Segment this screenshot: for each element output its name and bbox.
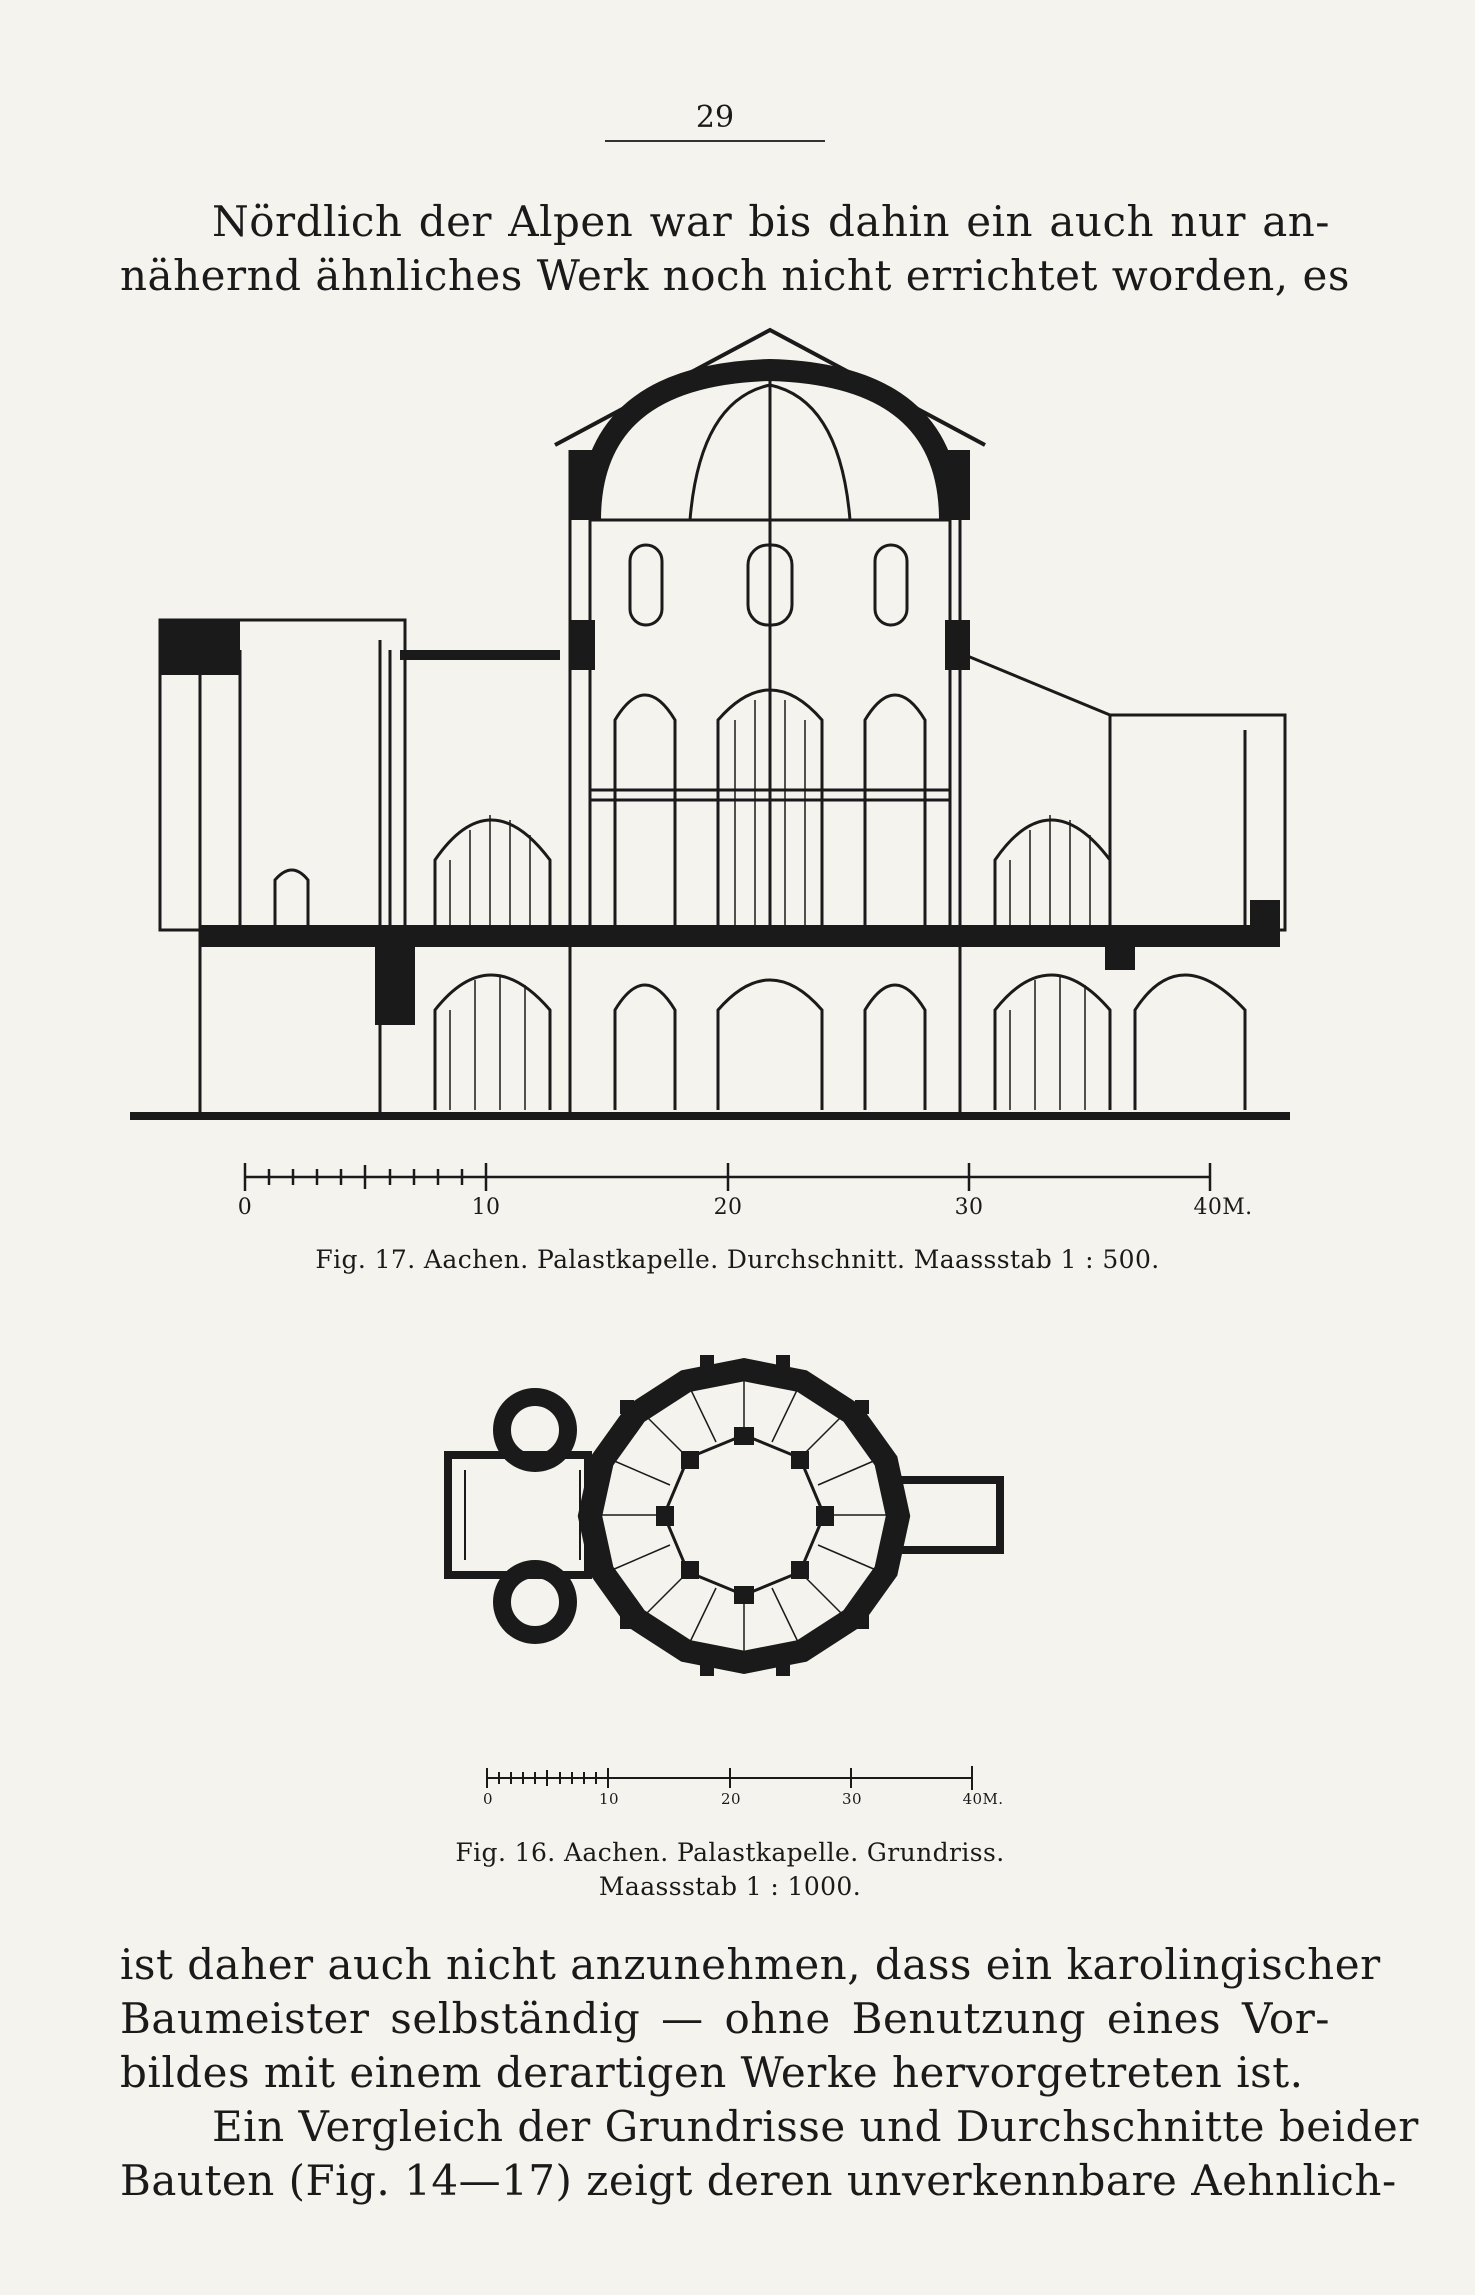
scale-label: 10 — [599, 1790, 619, 1808]
top-paragraph: Nördlich der Alpen war bis dahin ein auc… — [120, 195, 1350, 303]
scale-bar-fig16 — [486, 1766, 973, 1790]
scale-label: 30 — [842, 1790, 862, 1808]
scale-label: 0 — [483, 1790, 493, 1808]
page-number: 29 — [695, 100, 735, 135]
scale-bar-fig17 — [243, 1163, 1212, 1191]
scale-label: 0 — [237, 1195, 253, 1220]
fig16-caption: Fig. 16. Aachen. Palastkapelle. Grundris… — [455, 1838, 1005, 1867]
text-line: Bauten (Fig. 14—17) zeigt deren unverken… — [120, 2156, 1397, 2205]
scale-label: 40M. — [1193, 1195, 1253, 1220]
bottom-paragraph: ist daher auch nicht anzunehmen, dass ei… — [120, 1938, 1419, 2208]
scale-label: 20 — [713, 1195, 743, 1220]
fig17-caption: Fig. 17. Aachen. Palastkapelle. Durchsch… — [315, 1245, 1160, 1274]
scale-label: 20 — [721, 1790, 741, 1808]
section-drawing — [130, 327, 1290, 1120]
text-line: Nördlich der Alpen war bis dahin ein auc… — [212, 197, 1330, 246]
header-rule — [605, 140, 825, 142]
scale-label: 40M. — [962, 1790, 1004, 1808]
plan-drawing — [444, 1355, 1004, 1676]
fig16-scale-caption: Maassstab 1 : 1000. — [598, 1872, 862, 1901]
text-line: nähernd ähnliches Werk noch nicht errich… — [120, 251, 1350, 300]
text-line: Baumeister selbständig — ohne Benutzung … — [120, 1994, 1330, 2043]
scale-label: 10 — [471, 1195, 501, 1220]
text-line: ist daher auch nicht anzunehmen, dass ei… — [120, 1940, 1381, 1989]
text-line: Ein Vergleich der Grundrisse und Durchsc… — [212, 2102, 1419, 2151]
text-line: bildes mit einem derartigen Werke hervor… — [120, 2048, 1304, 2097]
scale-label: 30 — [954, 1195, 984, 1220]
